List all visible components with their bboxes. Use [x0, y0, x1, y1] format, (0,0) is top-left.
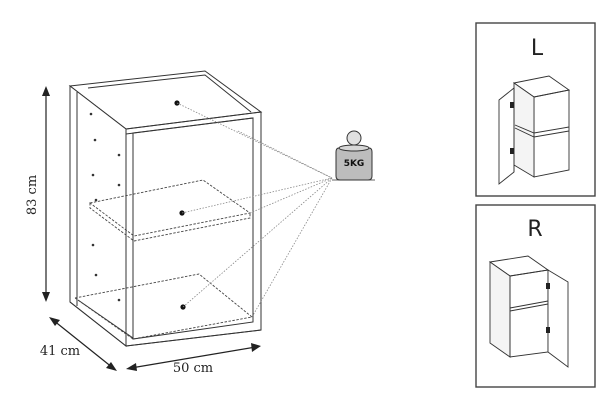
- depth-label: 41 cm: [40, 344, 80, 359]
- depth-dimension: 41 cm: [40, 317, 117, 371]
- cabinet-left-side: [69, 84, 127, 348]
- cabinet-bottom: [69, 301, 262, 347]
- weight-icon: 5KG: [332, 130, 375, 181]
- width-dimension: 50 cm: [126, 343, 261, 376]
- variant-left-panel: L: [475, 22, 596, 197]
- cabinet-top-rim: [87, 74, 252, 113]
- load-points: [174, 100, 186, 310]
- cabinet-bottom-inner: [77, 299, 134, 339]
- load-lines: [176, 102, 333, 318]
- cabinet-front-opening: [132, 117, 254, 340]
- right-hinges: [546, 283, 550, 333]
- width-label: 50 cm: [173, 361, 213, 376]
- weight-label: 5KG: [344, 159, 365, 169]
- right-door: [547, 269, 569, 368]
- side-peg-holes: [89, 112, 121, 302]
- height-dimension: 83 cm: [25, 86, 50, 302]
- bottom-shelf: [73, 273, 254, 340]
- variant-right-letter: R: [527, 217, 542, 242]
- right-mini-cabinet: [488, 255, 569, 368]
- main-cabinet: [68, 70, 263, 348]
- height-label: 83 cm: [25, 175, 40, 215]
- left-mini-cabinet: [498, 75, 571, 185]
- cabinet-top-front-rail: [125, 117, 254, 135]
- variant-right-panel: R: [475, 204, 596, 388]
- weight-knob: [346, 130, 362, 146]
- variant-left-letter: L: [531, 36, 544, 61]
- left-hinges: [510, 102, 514, 154]
- weight-body: [335, 147, 373, 181]
